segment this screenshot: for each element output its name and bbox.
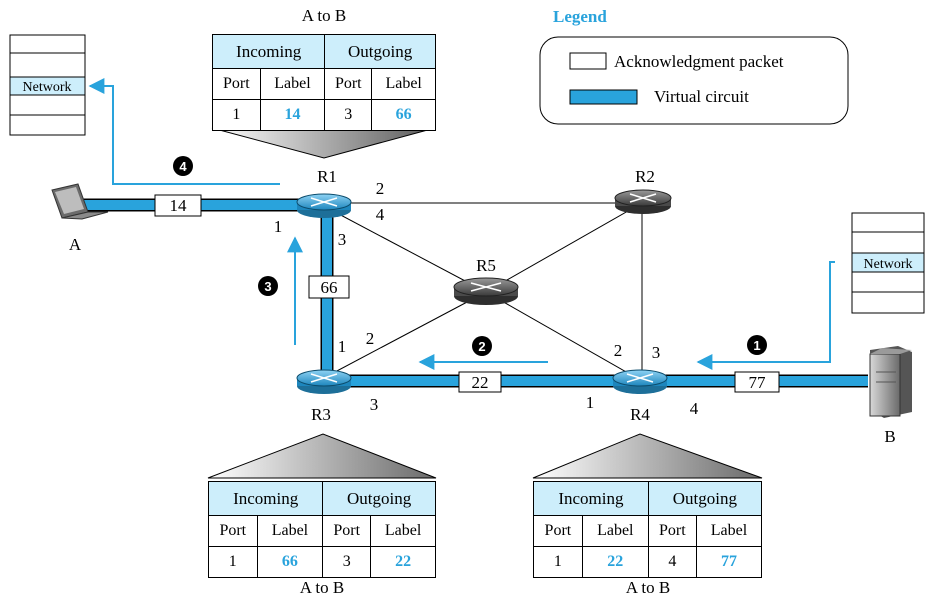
- r1-out-port: 3: [324, 99, 373, 131]
- packet-77: 77: [734, 371, 780, 393]
- packet-14: 14: [154, 194, 202, 217]
- r1-out-port-header: Port: [324, 68, 373, 100]
- r4-incoming-header: Incoming: [533, 481, 649, 516]
- port-r3-1: 1: [338, 337, 347, 356]
- packet-22: 22: [458, 371, 502, 393]
- r4-in-port-header: Port: [533, 515, 583, 547]
- r4-in-port: 1: [533, 546, 583, 578]
- svg-text:1: 1: [753, 338, 760, 353]
- r4-table-caption: A to B: [625, 578, 671, 597]
- r4-outgoing-header: Outgoing: [647, 481, 763, 516]
- ack-packet-swatch: [569, 52, 607, 70]
- laptop-icon: [51, 183, 109, 220]
- step-2-badge: 2: [472, 336, 492, 356]
- svg-text:3: 3: [264, 279, 271, 294]
- router-r4-icon: [612, 369, 668, 394]
- server-icon: [869, 346, 912, 418]
- r3-in-port-header: Port: [208, 515, 258, 547]
- r3-table-pointer: [207, 433, 437, 479]
- r4-out-label: 77: [695, 546, 763, 578]
- r1-out-label-header: Label: [371, 68, 436, 100]
- ack-path-arrows: [88, 78, 835, 370]
- r1-in-label: 14: [259, 99, 326, 131]
- router-r3-icon: [296, 369, 352, 394]
- svg-text:4: 4: [179, 159, 187, 174]
- legend-title: Legend: [553, 7, 607, 26]
- network-layer-label-a: Network: [23, 80, 72, 95]
- r1-out-label: 66: [371, 99, 436, 131]
- r3-in-port: 1: [208, 546, 258, 578]
- port-r1-4: 4: [376, 205, 385, 224]
- r1-vc-table: Incoming Outgoing Port Label Port Label …: [211, 34, 436, 131]
- router-r1-icon: [296, 193, 352, 218]
- physical-links: [317, 202, 643, 382]
- r1-table-caption: A to B: [301, 6, 347, 25]
- r3-in-label-header: Label: [256, 515, 324, 547]
- packet-77-label: 77: [749, 373, 767, 392]
- r3-incoming-header: Incoming: [207, 481, 324, 516]
- legend-ack-label: Acknowledgment packet: [614, 52, 784, 71]
- step-4-badge: 4: [173, 156, 193, 176]
- port-r4-1: 1: [586, 393, 595, 412]
- r4-out-port-header: Port: [647, 515, 697, 547]
- step-3-badge: 3: [258, 276, 278, 296]
- router-r4-label: R4: [630, 405, 650, 424]
- router-r1-label: R1: [317, 167, 337, 186]
- r3-out-label: 22: [370, 546, 436, 578]
- network-stack-b: Network: [851, 212, 925, 314]
- r4-table-pointer: [532, 433, 763, 479]
- packet-66: 66: [308, 275, 350, 299]
- router-r3-label: R3: [311, 405, 331, 424]
- r4-in-label: 22: [581, 546, 649, 578]
- r4-vc-table: Incoming Outgoing Port Label Port Label …: [533, 481, 763, 578]
- r1-in-port: 1: [212, 99, 261, 131]
- r3-out-port-header: Port: [322, 515, 372, 547]
- r3-table-caption: A to B: [299, 578, 345, 597]
- port-r4-2: 2: [614, 341, 623, 360]
- r3-in-label: 66: [256, 546, 324, 578]
- port-r3-2: 2: [366, 329, 375, 348]
- r1-outgoing-header: Outgoing: [324, 34, 436, 69]
- step-1-badge: 1: [747, 335, 767, 355]
- router-r2-label: R2: [635, 167, 655, 186]
- port-r4-3: 3: [652, 343, 661, 362]
- r3-vc-table: Incoming Outgoing Port Label Port Label …: [207, 481, 436, 578]
- router-r2-icon: [614, 189, 672, 214]
- router-r5-label: R5: [476, 256, 496, 275]
- network-stack-a: Network: [9, 34, 86, 136]
- r1-table-pointer: [211, 127, 436, 159]
- r4-out-port: 4: [647, 546, 697, 578]
- network-layer-label-b: Network: [864, 257, 913, 272]
- r4-out-label-header: Label: [695, 515, 763, 547]
- packet-22-label: 22: [472, 373, 489, 392]
- svg-text:2: 2: [478, 339, 485, 354]
- node-b-label: B: [884, 427, 895, 446]
- node-a-label: A: [69, 235, 82, 254]
- router-r5-icon: [453, 277, 519, 305]
- port-r1-2: 2: [376, 179, 385, 198]
- port-r1-1: 1: [274, 217, 283, 236]
- port-r4-4: 4: [690, 399, 699, 418]
- r1-incoming-header: Incoming: [211, 34, 326, 69]
- packet-14-label: 14: [170, 196, 188, 215]
- r1-in-port-header: Port: [212, 68, 261, 100]
- packet-66-label: 66: [321, 278, 338, 297]
- r3-outgoing-header: Outgoing: [322, 481, 436, 516]
- legend: Acknowledgment packet Virtual circuit: [539, 36, 849, 125]
- r4-in-label-header: Label: [581, 515, 649, 547]
- virtual-circuit-swatch: [569, 89, 638, 105]
- r1-in-label-header: Label: [259, 68, 326, 100]
- port-r3-3: 3: [370, 395, 379, 414]
- r3-out-label-header: Label: [370, 515, 436, 547]
- legend-vc-label: Virtual circuit: [654, 87, 749, 106]
- r3-out-port: 3: [322, 546, 372, 578]
- port-r1-3: 3: [338, 230, 347, 249]
